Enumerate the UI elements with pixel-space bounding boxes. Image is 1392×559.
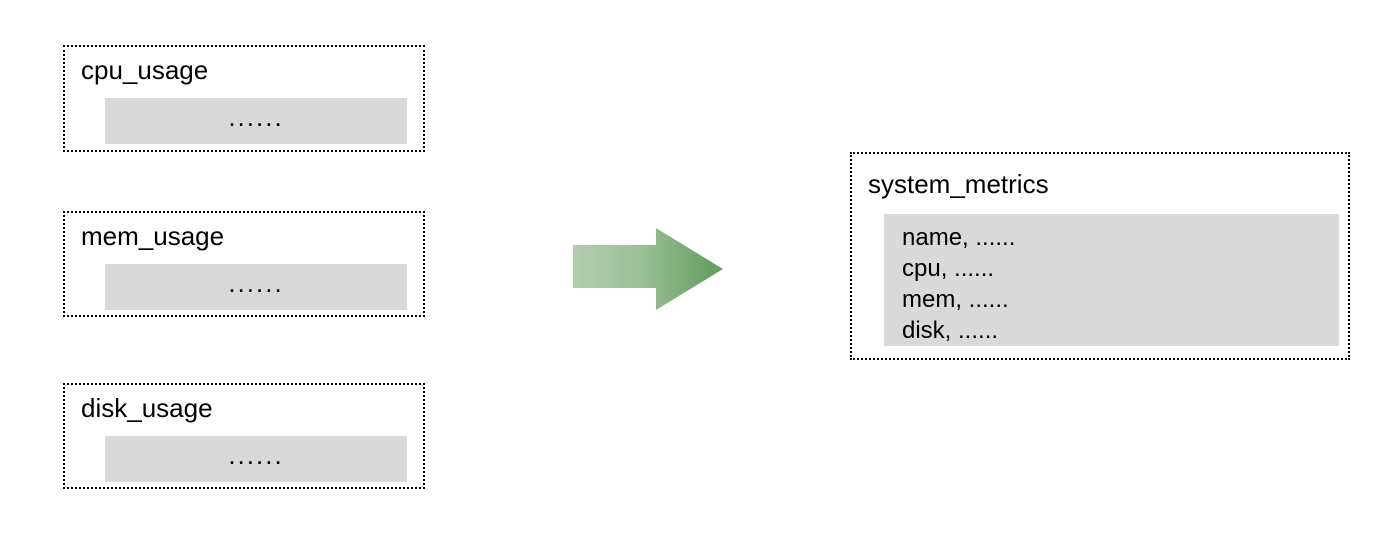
right-arrow-icon bbox=[573, 228, 723, 310]
source-box-title: cpu_usage bbox=[81, 55, 209, 85]
source-box-body-panel: ...... bbox=[105, 264, 407, 310]
target-row: mem, ...... bbox=[902, 286, 1009, 313]
source-box-body-panel: ...... bbox=[105, 436, 407, 482]
target-row: name, ...... bbox=[902, 224, 1016, 251]
ellipsis-placeholder: ...... bbox=[228, 268, 284, 298]
target-box-body-panel: name, ...... cpu, ...... mem, ...... dis… bbox=[884, 214, 1339, 346]
ellipsis-placeholder: ...... bbox=[228, 440, 284, 470]
source-box-cpu-usage[interactable]: cpu_usage ...... bbox=[63, 45, 425, 152]
target-row: disk, ...... bbox=[902, 317, 999, 344]
source-box-body-panel: ...... bbox=[105, 98, 407, 144]
source-box-title: disk_usage bbox=[81, 393, 213, 423]
target-box-system-metrics[interactable]: system_metrics name, ...... cpu, ...... … bbox=[850, 152, 1350, 360]
target-row: cpu, ...... bbox=[902, 255, 995, 282]
target-box-title: system_metrics bbox=[868, 169, 1049, 199]
source-box-disk-usage[interactable]: disk_usage ...... bbox=[63, 383, 425, 489]
source-box-mem-usage[interactable]: mem_usage ...... bbox=[63, 211, 425, 317]
source-box-title: mem_usage bbox=[81, 221, 225, 251]
ellipsis-placeholder: ...... bbox=[228, 102, 284, 132]
